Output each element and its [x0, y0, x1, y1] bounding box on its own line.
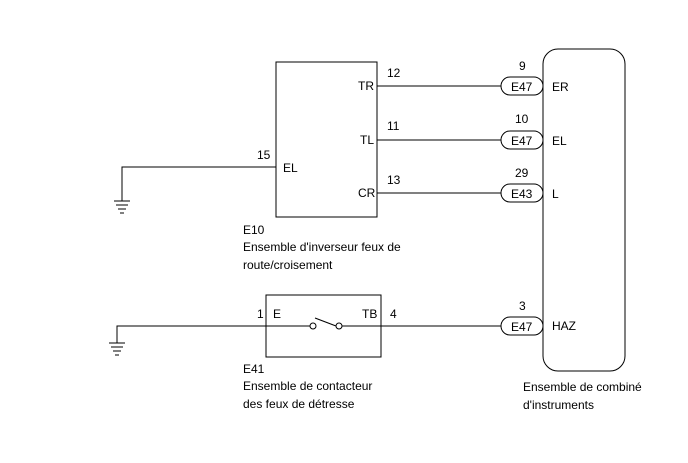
combination-meter-box: [542, 48, 626, 372]
e10-pin-el-label: EL: [283, 161, 298, 175]
e41-name-line1: Ensemble de contacteur: [243, 379, 372, 393]
e41-pin-e-label: E: [273, 307, 281, 321]
wire-e41-e-ground: [116, 325, 266, 343]
connector-er: [500, 76, 544, 96]
meter-pin-er-number: 9: [519, 59, 526, 73]
meter-pin-l-number: 29: [515, 166, 529, 180]
connector-er-code: E47: [511, 80, 533, 94]
connector-el: [500, 130, 544, 150]
meter-terminal-l: L: [552, 187, 559, 201]
wire-e10-el-ground: [121, 166, 276, 201]
e10-pin-tl-number: 11: [387, 119, 400, 133]
e41-name-line2: des feux de détresse: [243, 397, 355, 411]
connector-el-code: E47: [511, 134, 533, 148]
e10-pin-cr-number: 13: [387, 173, 401, 187]
e10-id: E10: [243, 223, 265, 237]
ground-icon: [109, 342, 125, 356]
ground-icon: [114, 200, 130, 214]
meter-terminal-haz: HAZ: [552, 319, 576, 333]
e41-pin-tb-label: TB: [362, 307, 377, 321]
meter-terminal-er: ER: [552, 80, 569, 94]
connector-haz: [500, 316, 544, 336]
meter-name-line1: Ensemble de combiné: [523, 380, 642, 394]
e10-pin-tl-label: TL: [360, 133, 374, 147]
meter-pin-haz-number: 3: [519, 299, 526, 313]
switch-contact-icon: [266, 317, 381, 330]
e10-pin-el-number: 15: [257, 148, 271, 162]
e41-id: E41: [243, 362, 265, 376]
connector-haz-code: E47: [511, 320, 533, 334]
meter-pin-el-number: 10: [515, 112, 529, 126]
e41-pin-e-number: 1: [257, 307, 264, 321]
connector-l-code: E43: [511, 187, 533, 201]
e10-name-line1: Ensemble d'inverseur feux de: [243, 240, 401, 254]
e10-pin-cr-label: CR: [358, 186, 376, 200]
e10-pin-tr-number: 12: [387, 66, 401, 80]
e41-pin-tb-number: 4: [390, 307, 397, 321]
meter-name-line2: d'instruments: [523, 398, 594, 412]
e10-name-line2: route/croisement: [243, 258, 333, 272]
e10-pin-tr-label: TR: [358, 79, 374, 93]
meter-terminal-el: EL: [552, 134, 567, 148]
connector-l: [500, 183, 544, 203]
